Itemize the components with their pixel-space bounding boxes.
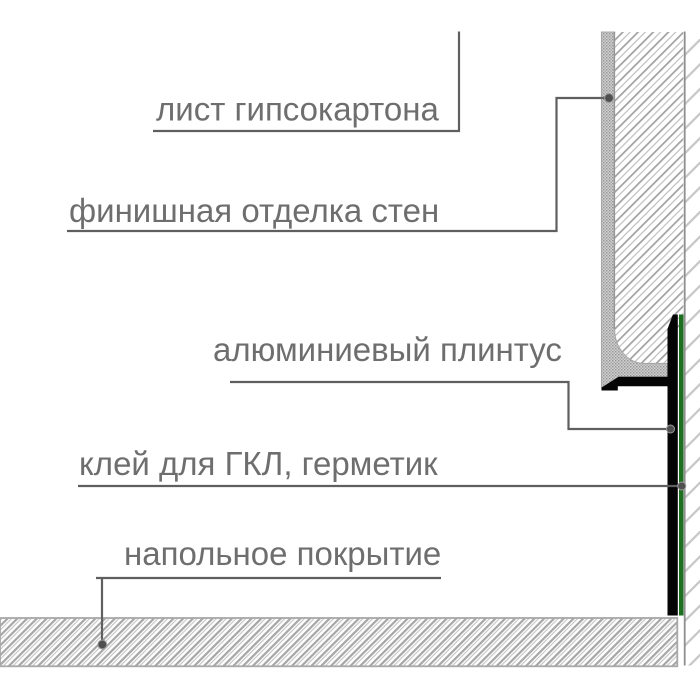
svg-text:финишная отделка стен: финишная отделка стен bbox=[69, 192, 439, 229]
svg-text:алюминиевый плинтус: алюминиевый плинтус bbox=[213, 331, 562, 368]
svg-text:клей для ГКЛ, герметик: клей для ГКЛ, герметик bbox=[79, 445, 438, 482]
svg-text:лист гипсокартона: лист гипсокартона bbox=[156, 91, 439, 128]
svg-text:напольное покрытие: напольное покрытие bbox=[124, 535, 441, 572]
